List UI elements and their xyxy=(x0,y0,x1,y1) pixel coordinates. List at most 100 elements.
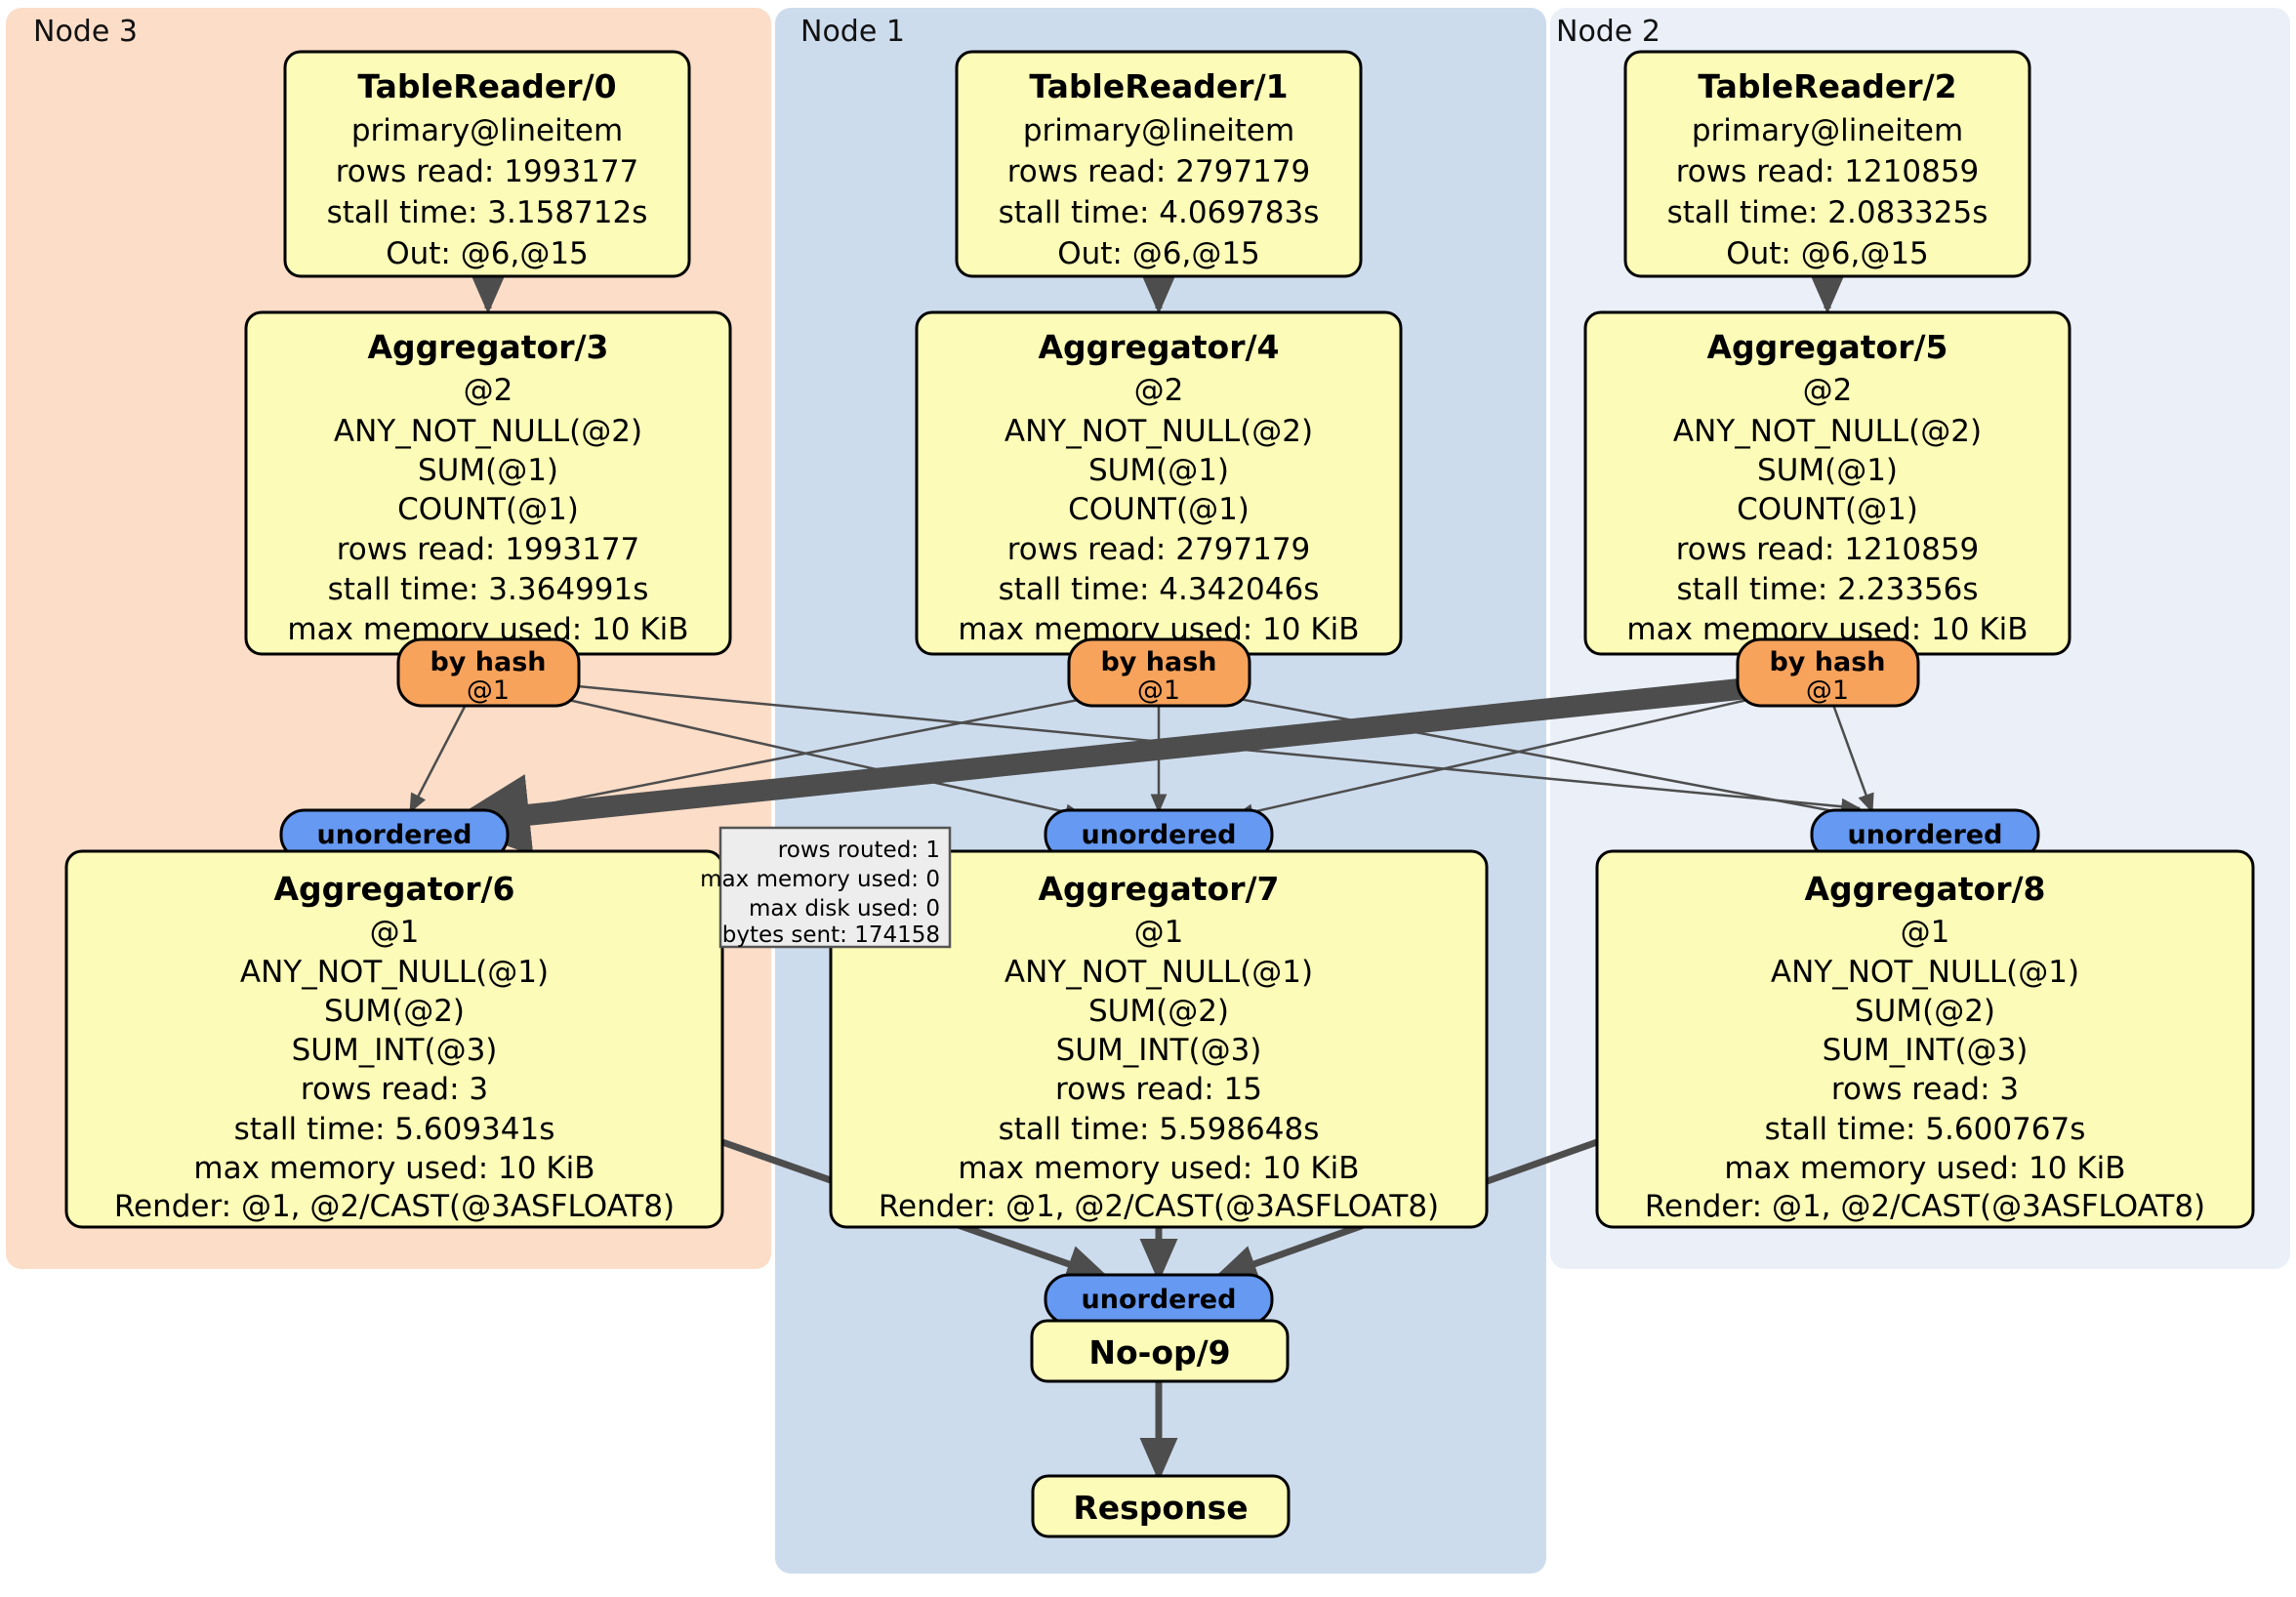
operator-response[interactable]: Response xyxy=(1031,1474,1291,1538)
operator-line: stall time: 4.069783s xyxy=(999,195,1320,230)
operator-line: Out: @6,@15 xyxy=(1726,236,1929,271)
operator-title: Aggregator/4 xyxy=(1038,328,1279,366)
operator-title: TableReader/2 xyxy=(1698,67,1956,105)
operator-line: COUNT(@1) xyxy=(1068,492,1250,527)
operator-line: stall time: 2.083325s xyxy=(1667,195,1988,230)
operator-line: rows read: 15 xyxy=(1055,1072,1262,1107)
edge-hash5-unordered-right xyxy=(1831,704,1874,814)
operator-line: stall time: 5.609341s xyxy=(234,1112,555,1147)
operator-line: max memory used: 10 KiB xyxy=(958,1151,1359,1186)
synchronizer-label: unordered xyxy=(317,820,472,850)
operator-tablereader-0[interactable]: TableReader/0 primary@lineitem rows read… xyxy=(283,50,691,278)
synchronizer-unordered-mid[interactable]: unordered xyxy=(1044,808,1274,861)
edge-hash3-unordered-mid xyxy=(546,693,1086,821)
operator-line: SUM(@1) xyxy=(418,453,558,488)
synchronizer-unordered-left[interactable]: unordered xyxy=(279,808,510,861)
edge-hash3-unordered-left xyxy=(408,702,469,814)
operator-line: rows read: 2797179 xyxy=(1007,532,1311,567)
router-by-hash-4[interactable]: by hash @1 xyxy=(1067,637,1251,708)
stats-line: max memory used: 0 xyxy=(700,867,940,892)
operator-title: TableReader/0 xyxy=(357,67,616,105)
router-label: by hash xyxy=(1100,647,1216,677)
operator-line: SUM_INT(@3) xyxy=(1056,1033,1262,1068)
operator-line: stall time: 4.342046s xyxy=(999,572,1320,607)
router-label: by hash xyxy=(1769,647,1885,677)
router-column: @1 xyxy=(467,676,510,706)
operator-line: SUM(@1) xyxy=(1757,453,1898,488)
operator-aggregator-6[interactable]: Aggregator/6 @1 ANY_NOT_NULL(@1) SUM(@2)… xyxy=(64,849,724,1229)
stats-line: rows routed: 1 xyxy=(778,838,940,863)
panel-node-1-label: Node 1 xyxy=(800,15,905,49)
operator-aggregator-7[interactable]: Aggregator/7 @1 ANY_NOT_NULL(@1) SUM(@2)… xyxy=(829,849,1489,1229)
stats-line: max disk used: 0 xyxy=(749,896,940,921)
operator-line: SUM_INT(@3) xyxy=(1823,1033,2029,1068)
operator-line: SUM(@2) xyxy=(324,994,465,1029)
synchronizer-label: unordered xyxy=(1848,820,2003,850)
edge-hash5-unordered-left-heavy xyxy=(445,675,1779,856)
operator-line: COUNT(@1) xyxy=(1737,492,1918,527)
stats-line: bytes sent: 174158 xyxy=(722,922,940,948)
router-by-hash-5[interactable]: by hash @1 xyxy=(1736,637,1920,708)
synchronizer-unordered-final[interactable]: unordered xyxy=(1044,1273,1274,1326)
operator-line: rows read: 3 xyxy=(301,1072,488,1107)
operator-line: ANY_NOT_NULL(@1) xyxy=(1771,955,2079,990)
operator-title: Aggregator/5 xyxy=(1706,328,1948,366)
operator-line: SUM(@1) xyxy=(1088,453,1229,488)
operator-line: @1 xyxy=(1901,915,1950,950)
synchronizer-label: unordered xyxy=(1082,1285,1237,1315)
edge-hash4-unordered-right xyxy=(1217,693,1862,821)
operator-line: stall time: 3.158712s xyxy=(327,195,648,230)
operator-line: stall time: 5.598648s xyxy=(999,1112,1320,1147)
operator-line: COUNT(@1) xyxy=(397,492,579,527)
operator-line: max memory used: 10 KiB xyxy=(193,1151,594,1186)
operator-line: SUM_INT(@3) xyxy=(292,1033,498,1068)
operator-line: @2 xyxy=(1134,373,1184,408)
panel-node-3-label: Node 3 xyxy=(33,15,138,49)
operator-line: rows read: 3 xyxy=(1831,1072,2019,1107)
operator-title: Aggregator/7 xyxy=(1038,870,1279,908)
operator-line: @1 xyxy=(370,915,420,950)
router-column: @1 xyxy=(1137,676,1180,706)
operator-tablereader-1[interactable]: TableReader/1 primary@lineitem rows read… xyxy=(955,50,1363,278)
operator-line: rows read: 1210859 xyxy=(1676,532,1980,567)
operator-line: Out: @6,@15 xyxy=(386,236,589,271)
operator-aggregator-4[interactable]: Aggregator/4 @2 ANY_NOT_NULL(@2) SUM(@1)… xyxy=(915,310,1403,656)
operator-line: stall time: 3.364991s xyxy=(328,572,649,607)
edge-hash4-unordered-left xyxy=(484,693,1104,821)
operator-line: @1 xyxy=(1134,915,1184,950)
operator-line: ANY_NOT_NULL(@1) xyxy=(240,955,549,990)
operator-line: rows read: 1993177 xyxy=(336,154,639,189)
router-by-hash-3[interactable]: by hash @1 xyxy=(396,637,581,708)
operator-line: Render: @1, @2/CAST(@3ASFLOAT8) xyxy=(879,1189,1439,1224)
operator-line: ANY_NOT_NULL(@2) xyxy=(1004,414,1313,449)
operator-aggregator-8[interactable]: Aggregator/8 @1 ANY_NOT_NULL(@1) SUM(@2)… xyxy=(1595,849,2255,1229)
operator-title: TableReader/1 xyxy=(1029,67,1288,105)
operator-line: rows read: 2797179 xyxy=(1007,154,1311,189)
operator-line: primary@lineitem xyxy=(1692,113,1963,148)
operator-title: Aggregator/8 xyxy=(1804,870,2045,908)
operator-tablereader-2[interactable]: TableReader/2 primary@lineitem rows read… xyxy=(1623,50,2031,278)
operator-line: ANY_NOT_NULL(@2) xyxy=(1673,414,1982,449)
router-label: by hash xyxy=(430,647,546,677)
operator-aggregator-3[interactable]: Aggregator/3 @2 ANY_NOT_NULL(@2) SUM(@1)… xyxy=(244,310,732,656)
operator-line: stall time: 5.600767s xyxy=(1765,1112,2086,1147)
operator-line: Render: @1, @2/CAST(@3ASFLOAT8) xyxy=(114,1189,675,1224)
operator-line: rows read: 1210859 xyxy=(1676,154,1980,189)
synchronizer-unordered-right[interactable]: unordered xyxy=(1810,808,2040,861)
edge-hash5-unordered-mid xyxy=(1233,693,1770,821)
operator-line: rows read: 1993177 xyxy=(337,532,640,567)
operator-noop-9[interactable]: No-op/9 xyxy=(1030,1319,1290,1383)
synchronizer-label: unordered xyxy=(1082,820,1237,850)
router-column: @1 xyxy=(1806,676,1849,706)
operator-line: @2 xyxy=(464,373,513,408)
panel-node-2-label: Node 2 xyxy=(1556,15,1660,49)
operator-line: SUM(@2) xyxy=(1855,994,1995,1029)
operator-line: ANY_NOT_NULL(@2) xyxy=(334,414,642,449)
operator-line: @2 xyxy=(1803,373,1853,408)
operator-line: stall time: 2.23356s xyxy=(1676,572,1978,607)
operator-line: primary@lineitem xyxy=(1023,113,1294,148)
operator-line: SUM(@2) xyxy=(1088,994,1229,1029)
operator-aggregator-5[interactable]: Aggregator/5 @2 ANY_NOT_NULL(@2) SUM(@1)… xyxy=(1583,310,2071,656)
